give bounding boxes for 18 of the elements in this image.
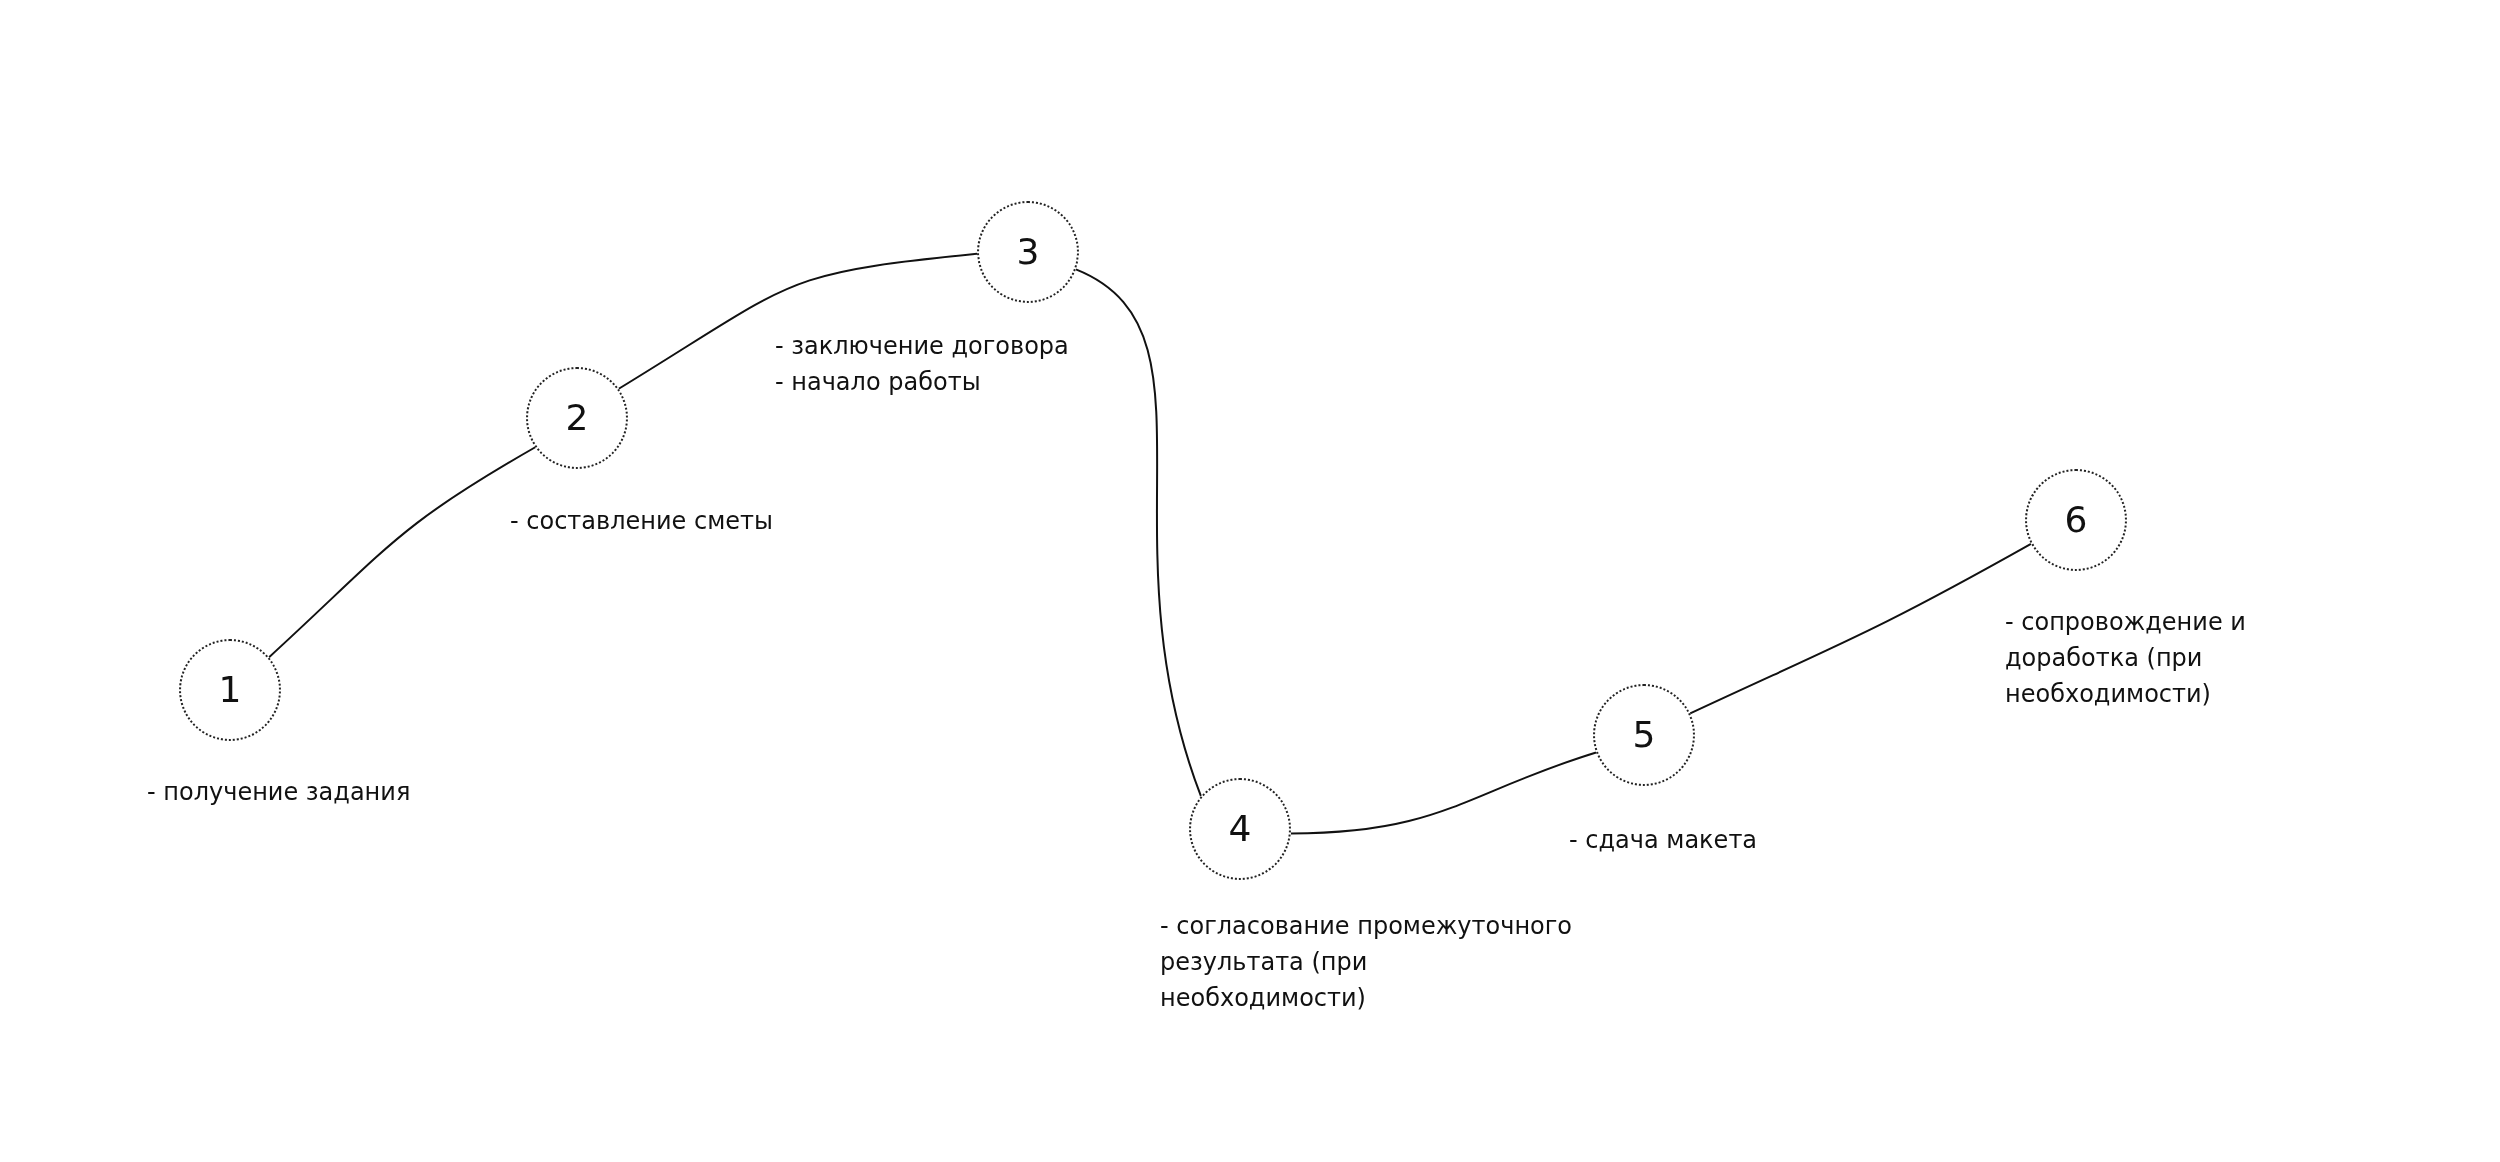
step-description: - заключение договора — [775, 331, 1070, 362]
step-description: - сопровождение и доработка (при необходимости) — [2005, 607, 2247, 710]
step-description: - согласование промежуточного результата (при необходимости) — [1160, 911, 1574, 1014]
step-description: - составление сметы — [510, 506, 774, 537]
step-number: 2 — [565, 400, 589, 436]
step-number: 1 — [218, 672, 242, 708]
step-number: 5 — [1632, 717, 1656, 753]
step-description: - получение задания — [147, 777, 412, 808]
connector-line — [268, 446, 537, 659]
connector-line — [1689, 542, 2032, 715]
step-description: - начало работы — [775, 367, 982, 398]
step-number: 3 — [1016, 234, 1040, 270]
step-number: 6 — [2064, 502, 2088, 538]
connector-line — [1074, 268, 1202, 798]
connector-line — [617, 252, 979, 390]
step-description: - сдача макета — [1569, 825, 1759, 856]
step-number: 4 — [1228, 811, 1252, 847]
connector-line — [1289, 751, 1598, 835]
